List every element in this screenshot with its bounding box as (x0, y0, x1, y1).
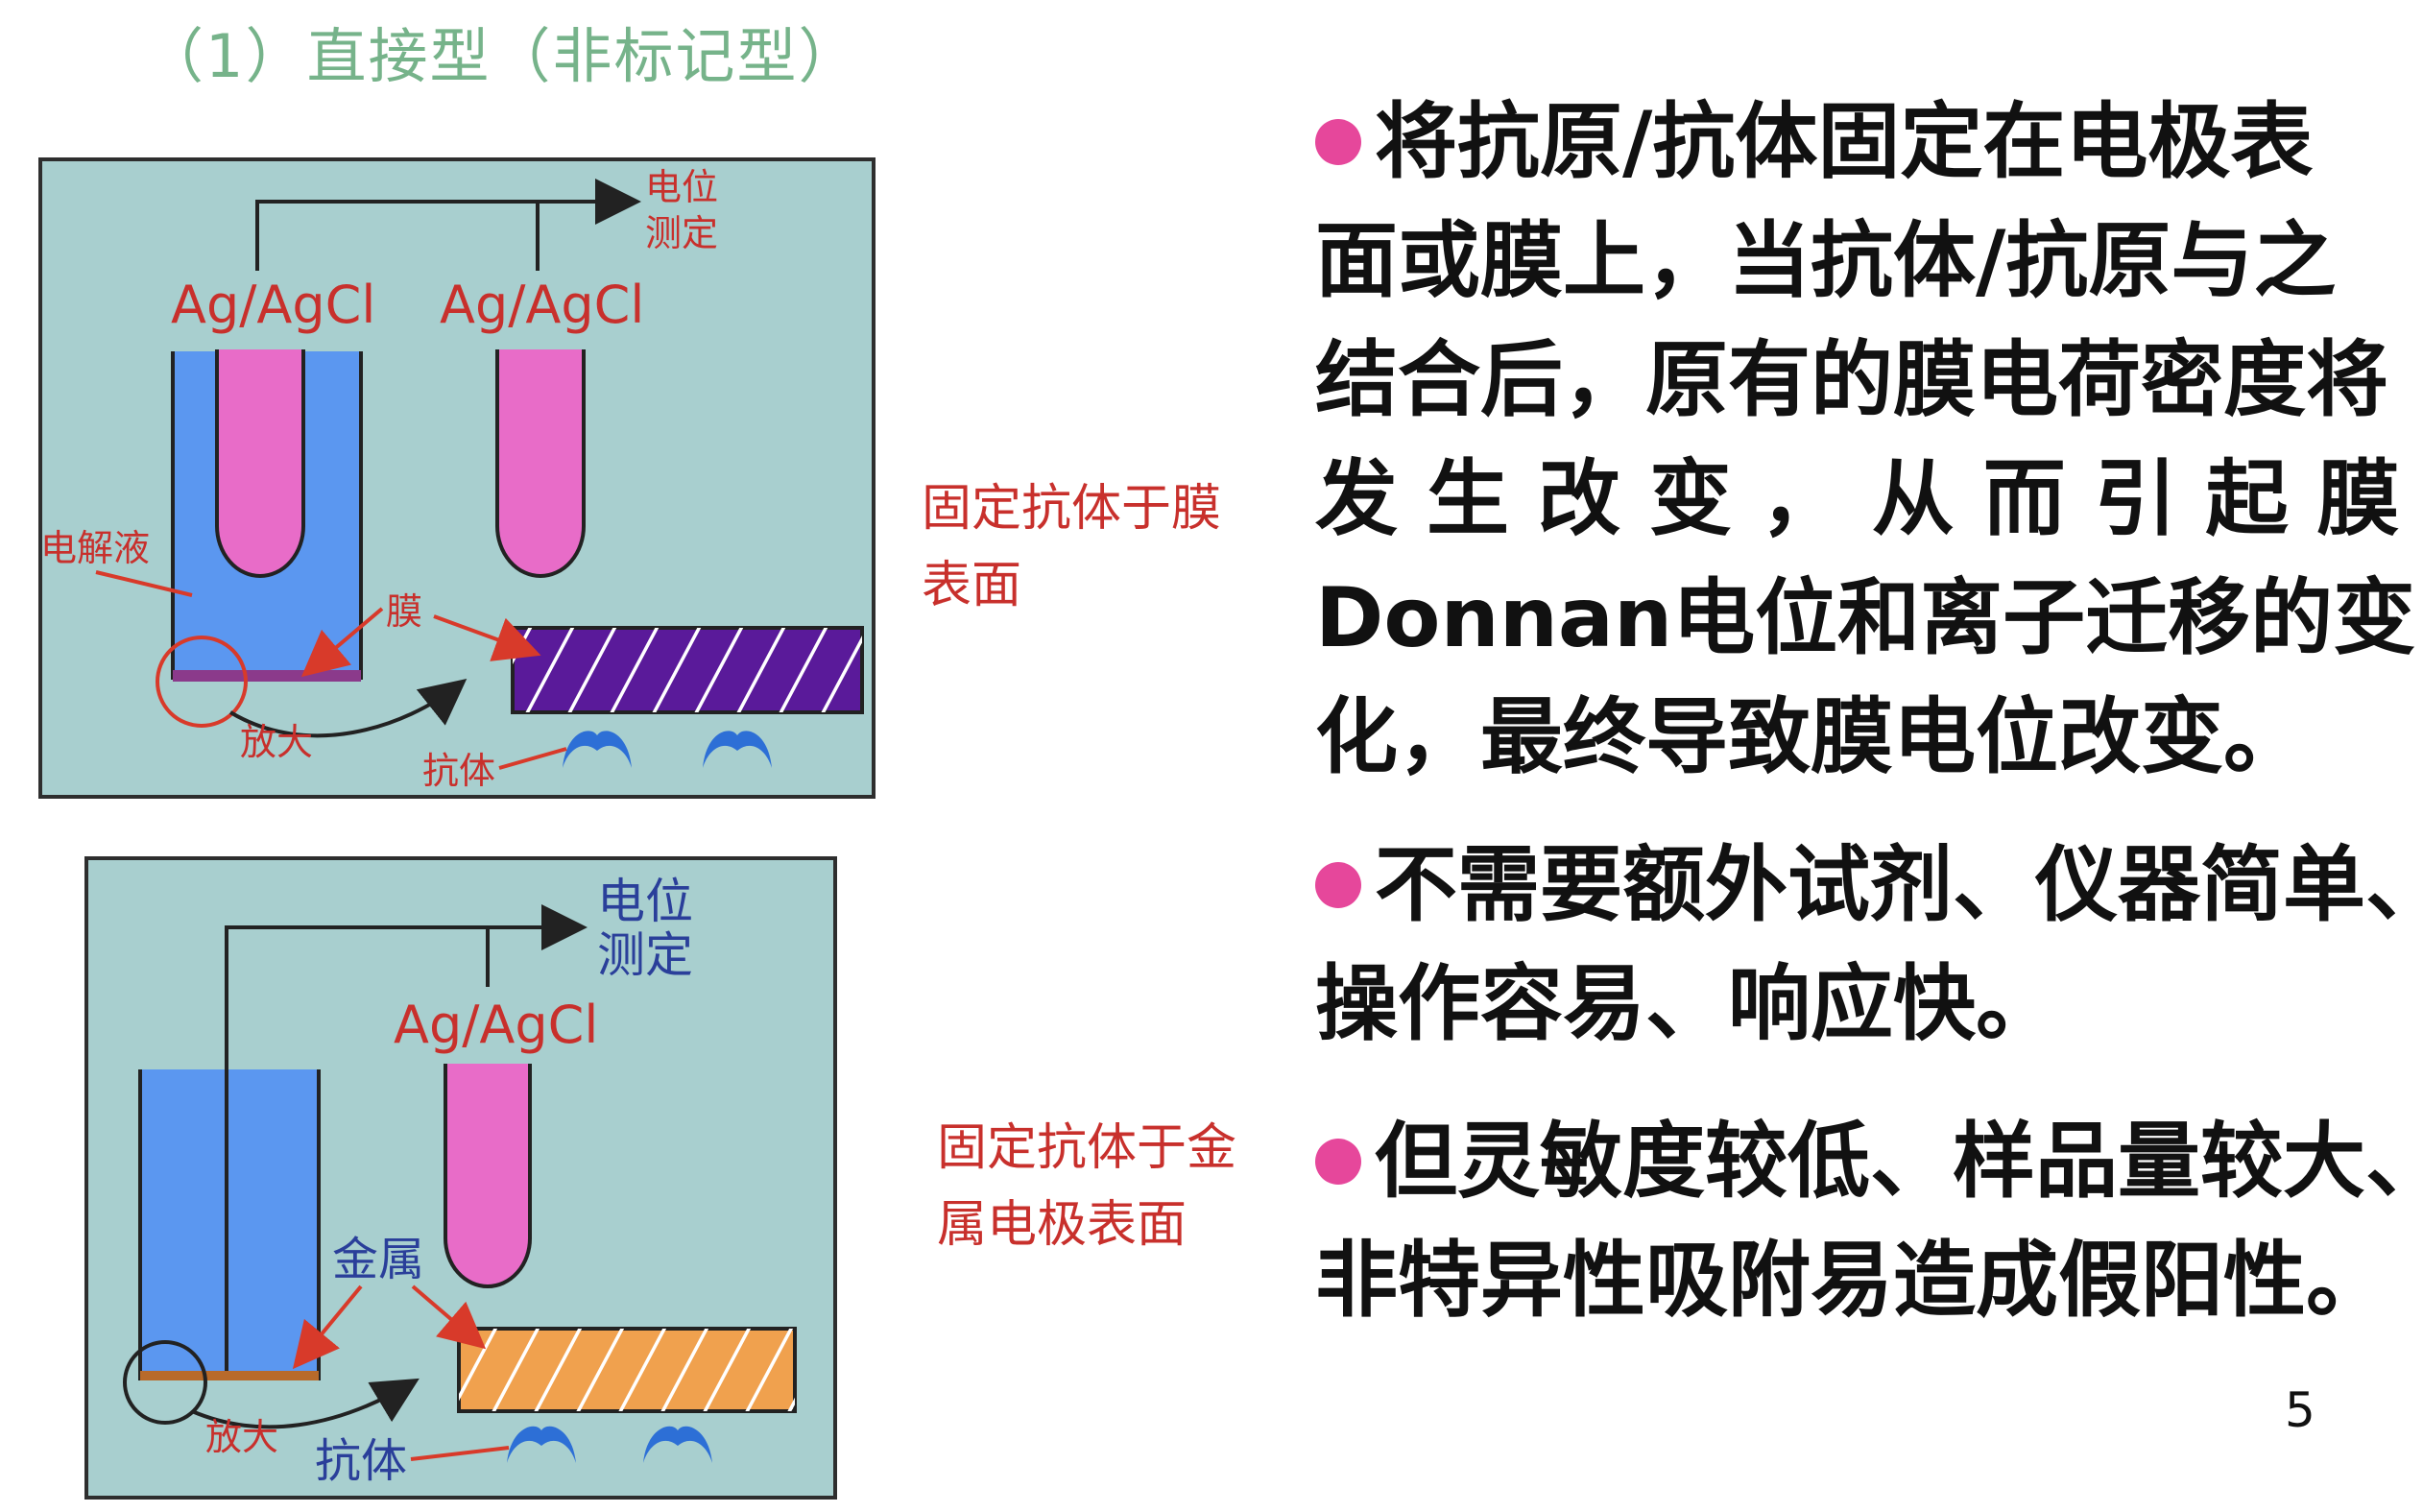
antibody (643, 1426, 712, 1463)
antibody (703, 731, 772, 768)
section-heading: （1）直接型（非标记型） (144, 21, 860, 91)
potential-label: 测定 (597, 927, 693, 983)
bullet-2: 不需要额外试剂、仪器简单、 操作容易、响应快。 (1315, 837, 2419, 1052)
electrode-right (495, 349, 586, 578)
electrolyte-label: 电解液 (40, 527, 150, 569)
bullet-dot (1315, 861, 1361, 908)
antibody-label: 抗体 (422, 750, 495, 792)
bullet-dot (1315, 1138, 1361, 1185)
page-number: 5 (2285, 1382, 2315, 1438)
antibody (563, 731, 632, 768)
antibody (507, 1426, 576, 1463)
electrode-label-right: Ag/AgCl (440, 275, 644, 335)
electrode-left (215, 349, 305, 578)
magnify-label: 放大 (240, 721, 313, 763)
magnify-circle (123, 1340, 207, 1425)
potential-label: 电位 (597, 874, 693, 929)
bullet-1: 将抗原/抗体固定在电极表 面或膜上，当抗体/抗原与之 结合后，原有的膜电荷密度将… (1315, 94, 2419, 785)
membrane-label: 膜 (386, 590, 422, 633)
electrode-label: Ag/AgCl (394, 995, 598, 1055)
antibody-label: 抗体 (315, 1434, 407, 1488)
electrolyte (140, 1069, 319, 1379)
potential-label: 电位 (645, 166, 718, 208)
membrane-strip (173, 670, 361, 682)
metal-strip (140, 1371, 319, 1380)
electrode (444, 1064, 532, 1288)
potential-label: 测定 (645, 212, 718, 254)
magnify-circle (156, 636, 248, 728)
electrode-label-left: Ag/AgCl (171, 275, 375, 335)
bullet-3: 但灵敏度较低、样品量较大、 非特异性吸附易造成假阳性。 (1315, 1114, 2419, 1329)
magnify-label: 放大 (205, 1416, 278, 1458)
bullet-dot (1315, 118, 1361, 165)
wire (255, 179, 641, 271)
caption-membrane: 固定抗体于膜 表面 (922, 480, 1222, 614)
metal-label: 金属 (332, 1233, 424, 1286)
caption-metal: 固定抗体于金 属电极表面 (937, 1119, 1237, 1254)
